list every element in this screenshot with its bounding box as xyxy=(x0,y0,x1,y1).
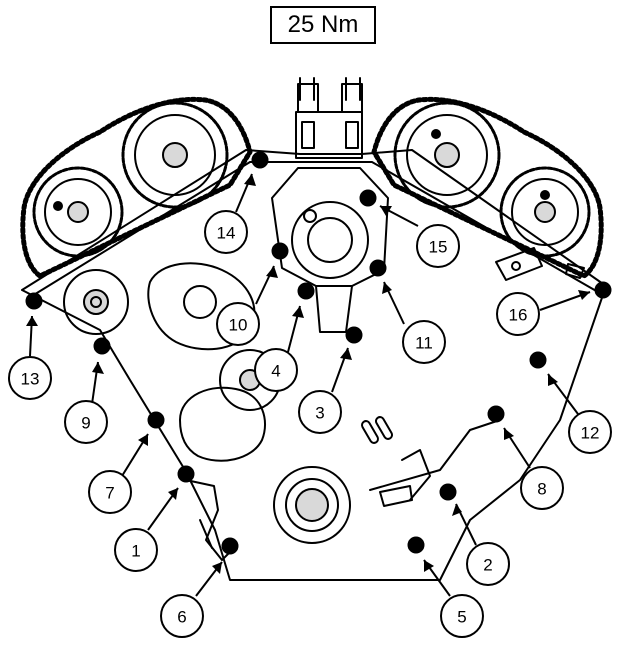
callout-6-label: 6 xyxy=(177,608,186,627)
callout-7-label: 7 xyxy=(105,484,114,503)
callout-7-circle xyxy=(88,470,132,514)
callout-14-circle xyxy=(204,210,248,254)
right-upper-cam-sprocket xyxy=(393,101,501,209)
bolt-1 xyxy=(177,465,195,483)
arrowhead-8 xyxy=(504,428,514,440)
callout-6-circle xyxy=(160,594,204,638)
bolt-12 xyxy=(529,351,547,369)
callout-10-circle xyxy=(216,302,260,346)
arrowhead-7 xyxy=(138,434,148,446)
cover-inner-edge xyxy=(31,161,599,297)
callout-13-circle xyxy=(8,356,52,400)
bolt-15 xyxy=(359,189,377,207)
arrowhead-11 xyxy=(382,282,392,294)
callout-3-label: 3 xyxy=(315,404,324,423)
left-idler-pulley xyxy=(63,269,129,335)
callout-9-circle xyxy=(64,400,108,444)
torque-spec-label: 25 Nm xyxy=(287,11,359,38)
callout-2-circle xyxy=(466,542,510,586)
callout-10-label: 10 xyxy=(229,316,248,335)
arrowhead-16 xyxy=(578,290,590,300)
bolt-5 xyxy=(407,536,425,554)
callout-14-label: 14 xyxy=(217,224,236,243)
bolt-3 xyxy=(345,326,363,344)
callout-16-label: 16 xyxy=(509,306,528,325)
torque-spec-box: 25 Nm xyxy=(270,6,376,44)
arrowhead-10 xyxy=(266,266,278,278)
callout-12-circle xyxy=(568,410,612,454)
bolt-11 xyxy=(369,259,387,277)
callout-4-circle xyxy=(254,348,298,392)
callout-2-label: 2 xyxy=(483,556,492,575)
right-small-bracket xyxy=(495,247,585,281)
callout-16-circle xyxy=(496,292,540,336)
callout-1-circle xyxy=(114,528,158,572)
dowel-pins xyxy=(361,416,393,444)
callout-4-label: 4 xyxy=(271,362,280,381)
bolt-9 xyxy=(93,337,111,355)
right-timing-chain xyxy=(371,96,604,279)
callout-11-circle xyxy=(402,320,446,364)
left-timing-chain xyxy=(20,96,253,279)
arrowhead-6 xyxy=(212,562,222,574)
callout-8-label: 8 xyxy=(537,480,546,499)
callout-5-label: 5 xyxy=(457,608,466,627)
arrowhead-4 xyxy=(292,306,304,318)
callout-5-circle xyxy=(440,594,484,638)
arrowhead-2 xyxy=(452,504,462,516)
arrowhead-14 xyxy=(244,174,256,186)
bolt-14 xyxy=(251,151,269,169)
callout-9-label: 9 xyxy=(81,414,90,433)
left-lower-cam-sprocket xyxy=(32,166,124,258)
callout-8-circle xyxy=(520,466,564,510)
bolt-7 xyxy=(147,411,165,429)
arrowhead-1 xyxy=(168,488,178,500)
bolt-4 xyxy=(297,282,315,300)
arrowhead-3 xyxy=(340,348,352,360)
top-bracket xyxy=(295,77,363,159)
water-pump xyxy=(291,201,369,279)
bolt-13 xyxy=(25,292,43,310)
left-upper-cam-sprocket xyxy=(121,101,229,209)
arrowhead-9 xyxy=(92,362,104,374)
bolt-2 xyxy=(439,483,457,501)
arrowhead-15 xyxy=(380,206,392,216)
callout-12-label: 12 xyxy=(581,424,600,443)
callout-15-circle xyxy=(416,224,460,268)
callout-13-label: 13 xyxy=(21,370,40,389)
bolt-16 xyxy=(594,281,612,299)
arrowhead-13 xyxy=(26,316,38,326)
oil-pump-housing xyxy=(271,167,389,333)
bolt-6 xyxy=(221,537,239,555)
callout-15-label: 15 xyxy=(429,238,448,257)
callout-11-label: 11 xyxy=(415,334,433,353)
callout-3-circle xyxy=(298,390,342,434)
arrowhead-5 xyxy=(424,560,434,572)
crankshaft-pulley xyxy=(273,466,351,544)
callout-1-label: 1 xyxy=(131,542,140,561)
right-lower-bracket xyxy=(369,419,501,507)
bolt-10 xyxy=(271,242,289,260)
bolt-8 xyxy=(487,405,505,423)
arrowhead-12 xyxy=(548,374,558,386)
left-lower-bracket xyxy=(185,479,235,561)
